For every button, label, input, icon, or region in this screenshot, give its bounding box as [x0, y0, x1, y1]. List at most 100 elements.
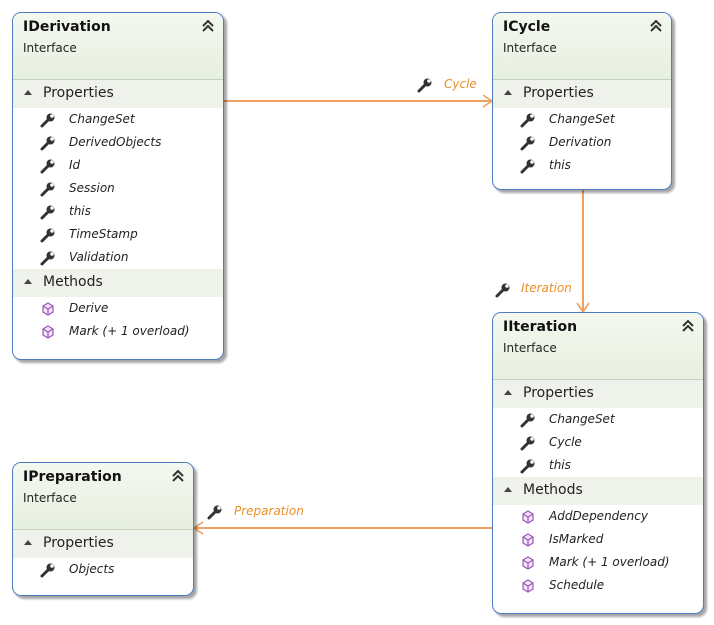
shape-header: IDerivation Interface	[13, 13, 223, 80]
property-label: DerivedObjects	[69, 135, 162, 149]
shape-header: IPreparation Interface	[13, 463, 193, 530]
shape-stereotype: Interface	[503, 341, 557, 355]
property-label: TimeStamp	[69, 227, 138, 241]
property-label: Derivation	[549, 135, 612, 149]
section-label: Properties	[43, 85, 114, 101]
wrench-icon	[39, 157, 57, 175]
cube-icon	[39, 323, 57, 341]
shape-header: ICycle Interface	[493, 13, 671, 80]
property-item[interactable]: Session	[13, 177, 223, 200]
collapse-triangle-icon[interactable]	[504, 390, 512, 395]
method-item[interactable]: Mark (+ 1 overload)	[13, 320, 223, 343]
double-chevron-up-icon[interactable]	[680, 318, 696, 334]
method-item[interactable]: Schedule	[493, 574, 703, 597]
method-label: IsMarked	[549, 532, 604, 546]
property-item[interactable]: this	[13, 200, 223, 223]
property-label: Id	[69, 158, 81, 172]
double-chevron-up-icon[interactable]	[170, 468, 186, 484]
wrench-icon	[39, 226, 57, 244]
section-label: Methods	[523, 482, 583, 498]
shape-header: IIteration Interface	[493, 313, 703, 380]
section-methods[interactable]: Methods	[13, 269, 223, 297]
connector-cycle-line[interactable]	[224, 100, 492, 102]
double-chevron-up-icon[interactable]	[648, 18, 664, 34]
property-label: ChangeSet	[549, 412, 615, 426]
shape-title: IPreparation	[23, 469, 122, 485]
shape-iiteration[interactable]: IIteration Interface Properties ChangeSe…	[492, 312, 704, 614]
property-label: this	[549, 158, 571, 172]
method-label: Derive	[69, 301, 109, 315]
wrench-icon	[519, 434, 537, 452]
property-item[interactable]: this	[493, 154, 671, 177]
section-properties[interactable]: Properties	[13, 80, 223, 108]
property-label: this	[549, 458, 571, 472]
property-label: ChangeSet	[549, 112, 615, 126]
shape-ipreparation[interactable]: IPreparation Interface Properties Object…	[12, 462, 194, 596]
section-label: Properties	[523, 85, 594, 101]
section-properties[interactable]: Properties	[13, 530, 193, 558]
property-item[interactable]: ChangeSet	[493, 408, 703, 431]
wrench-icon	[519, 411, 537, 429]
wrench-icon	[416, 76, 434, 94]
section-properties[interactable]: Properties	[493, 380, 703, 408]
wrench-icon	[206, 503, 224, 521]
property-label: this	[69, 204, 91, 218]
property-item[interactable]: TimeStamp	[13, 223, 223, 246]
connector-preparation-label: Preparation	[234, 504, 304, 518]
property-item[interactable]: ChangeSet	[493, 108, 671, 131]
shape-title: ICycle	[503, 19, 551, 35]
property-item[interactable]: Validation	[13, 246, 223, 269]
connector-cycle-label: Cycle	[444, 77, 477, 91]
cube-icon	[519, 554, 537, 572]
connector-iteration-line[interactable]	[582, 190, 584, 312]
wrench-icon	[519, 111, 537, 129]
wrench-icon	[519, 457, 537, 475]
wrench-icon	[519, 157, 537, 175]
wrench-icon	[494, 281, 512, 299]
collapse-triangle-icon[interactable]	[24, 90, 32, 95]
wrench-icon	[39, 134, 57, 152]
wrench-icon	[519, 134, 537, 152]
method-label: AddDependency	[549, 509, 648, 523]
wrench-icon	[39, 561, 57, 579]
property-label: Session	[69, 181, 115, 195]
property-label: Cycle	[549, 435, 582, 449]
method-label: Schedule	[549, 578, 605, 592]
property-item[interactable]: ChangeSet	[13, 108, 223, 131]
section-label: Properties	[523, 385, 594, 401]
section-label: Methods	[43, 274, 103, 290]
shape-title: IDerivation	[23, 19, 111, 35]
property-item[interactable]: Objects	[13, 558, 193, 581]
section-properties[interactable]: Properties	[493, 80, 671, 108]
section-label: Properties	[43, 535, 114, 551]
collapse-triangle-icon[interactable]	[24, 540, 32, 545]
property-item[interactable]: this	[493, 454, 703, 477]
shape-stereotype: Interface	[23, 491, 77, 505]
property-label: ChangeSet	[69, 112, 135, 126]
wrench-icon	[39, 203, 57, 221]
method-label: Mark (+ 1 overload)	[69, 324, 190, 338]
property-item[interactable]: DerivedObjects	[13, 131, 223, 154]
property-item[interactable]: Cycle	[493, 431, 703, 454]
method-item[interactable]: AddDependency	[493, 505, 703, 528]
shape-stereotype: Interface	[503, 41, 557, 55]
cube-icon	[519, 577, 537, 595]
property-label: Validation	[69, 250, 129, 264]
shape-icycle[interactable]: ICycle Interface Properties ChangeSet De…	[492, 12, 672, 190]
method-item[interactable]: Derive	[13, 297, 223, 320]
double-chevron-up-icon[interactable]	[200, 18, 216, 34]
property-item[interactable]: Id	[13, 154, 223, 177]
collapse-triangle-icon[interactable]	[24, 279, 32, 284]
collapse-triangle-icon[interactable]	[504, 487, 512, 492]
cube-icon	[39, 300, 57, 318]
collapse-triangle-icon[interactable]	[504, 90, 512, 95]
method-item[interactable]: IsMarked	[493, 528, 703, 551]
property-item[interactable]: Derivation	[493, 131, 671, 154]
connector-preparation-arrowhead	[192, 521, 204, 535]
section-methods[interactable]: Methods	[493, 477, 703, 505]
cube-icon	[519, 508, 537, 526]
shape-iderivation[interactable]: IDerivation Interface Properties ChangeS…	[12, 12, 224, 360]
connector-preparation-line[interactable]	[194, 527, 493, 529]
shape-stereotype: Interface	[23, 41, 77, 55]
method-item[interactable]: Mark (+ 1 overload)	[493, 551, 703, 574]
